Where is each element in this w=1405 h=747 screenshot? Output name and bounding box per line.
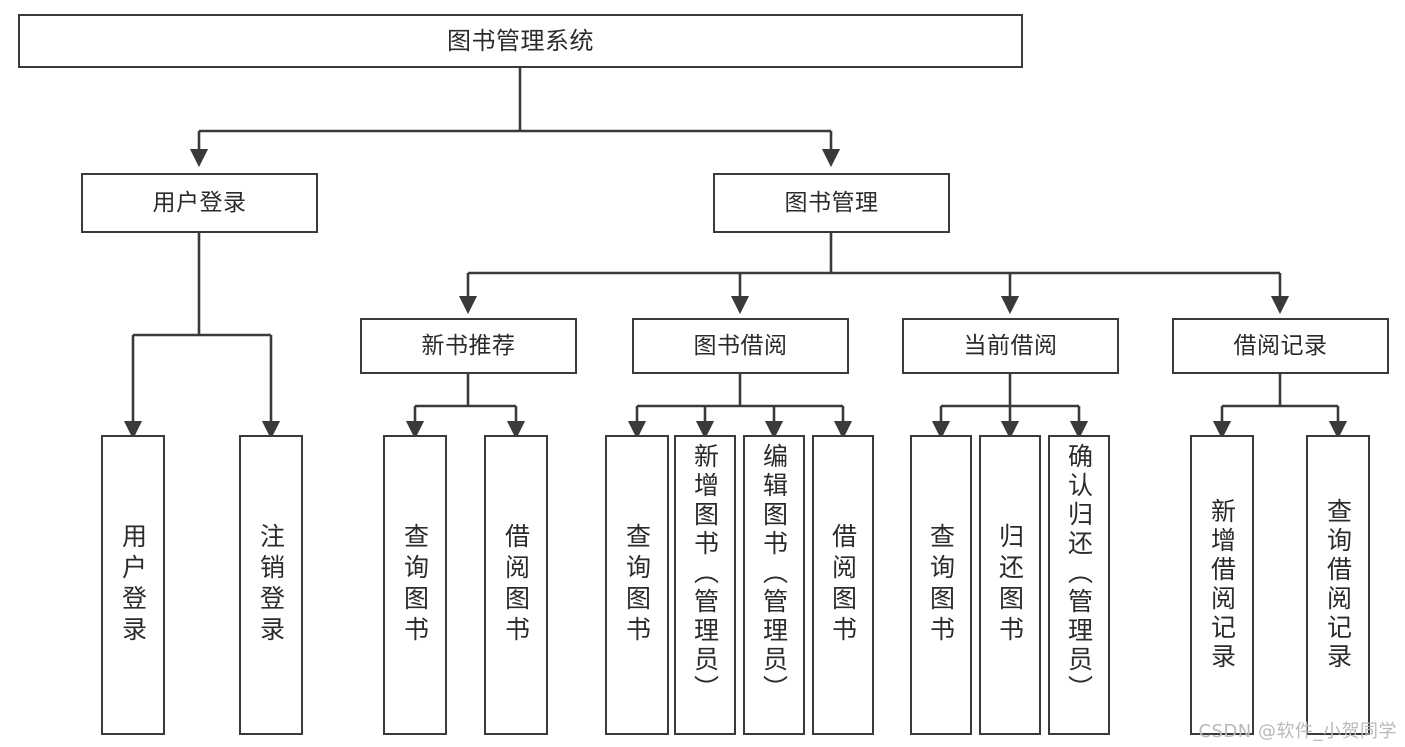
leaf-borrow-book-1-label: 借阅图书 [501,523,531,647]
node-book-borrow-label: 图书借阅 [693,332,788,359]
leaf-add-book-label: 新增图书（管理员） [690,443,720,704]
leaf-logout-label: 注销登录 [256,523,286,647]
leaf-confirm-return[interactable]: 确认归还（管理员） [1048,435,1110,735]
node-borrow-record-label: 借阅记录 [1233,332,1328,359]
node-book-borrow[interactable]: 图书借阅 [632,318,849,374]
leaf-query-book-3[interactable]: 查询图书 [910,435,972,735]
node-borrow-record[interactable]: 借阅记录 [1172,318,1389,374]
node-new-book-recommend[interactable]: 新书推荐 [360,318,577,374]
node-user-login-label: 用户登录 [152,189,247,216]
leaf-user-login-label: 用户登录 [118,523,148,647]
leaf-query-record[interactable]: 查询借阅记录 [1306,435,1370,735]
leaf-query-book-1[interactable]: 查询图书 [383,435,447,735]
node-new-book-recommend-label: 新书推荐 [421,332,516,359]
node-current-borrow-label: 当前借阅 [963,332,1058,359]
leaf-add-record-label: 新增借阅记录 [1207,498,1237,672]
leaf-user-login[interactable]: 用户登录 [101,435,165,735]
node-user-login[interactable]: 用户登录 [81,173,318,233]
leaf-add-record[interactable]: 新增借阅记录 [1190,435,1254,735]
leaf-edit-book[interactable]: 编辑图书（管理员） [743,435,805,735]
watermark: CSDN @软件_小贺同学 [1198,721,1397,742]
leaf-edit-book-label: 编辑图书（管理员） [759,443,789,704]
leaf-query-book-3-label: 查询图书 [926,523,956,647]
node-book-management-label: 图书管理 [784,189,879,216]
leaf-return-book[interactable]: 归还图书 [979,435,1041,735]
leaf-query-record-label: 查询借阅记录 [1323,498,1353,672]
leaf-borrow-book-2-label: 借阅图书 [828,523,858,647]
node-current-borrow[interactable]: 当前借阅 [902,318,1119,374]
leaf-confirm-return-label: 确认归还（管理员） [1064,443,1094,704]
leaf-query-book-1-label: 查询图书 [400,523,430,647]
leaf-logout[interactable]: 注销登录 [239,435,303,735]
leaf-query-book-2-label: 查询图书 [622,523,652,647]
leaf-return-book-label: 归还图书 [995,523,1025,647]
leaf-borrow-book-1[interactable]: 借阅图书 [484,435,548,735]
node-root[interactable]: 图书管理系统 [18,14,1023,68]
leaf-borrow-book-2[interactable]: 借阅图书 [812,435,874,735]
leaf-add-book[interactable]: 新增图书（管理员） [674,435,736,735]
node-root-label: 图书管理系统 [447,27,594,55]
leaf-query-book-2[interactable]: 查询图书 [605,435,669,735]
node-book-management[interactable]: 图书管理 [713,173,950,233]
